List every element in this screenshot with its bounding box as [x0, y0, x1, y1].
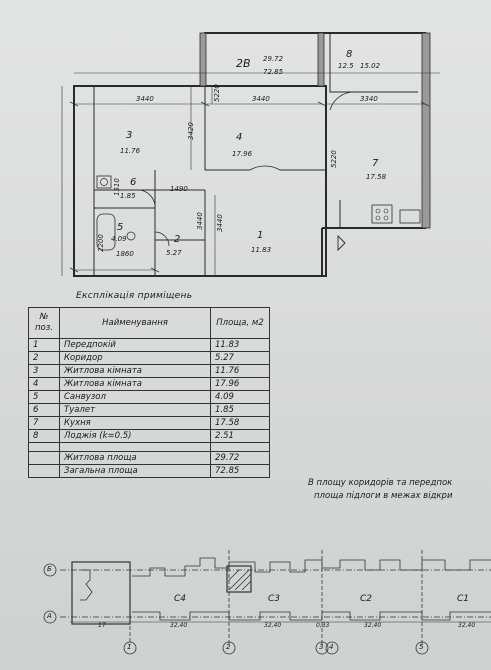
dim-3440-a: 3440 — [136, 95, 154, 103]
dim-3340: 3340 — [360, 95, 378, 103]
total-living-label: Житлова площа — [59, 451, 211, 465]
note-line-2: площа підлоги в межах відкри — [314, 491, 453, 501]
room-2-number: 2 — [174, 234, 181, 245]
dim-2200: 2200 — [97, 234, 105, 252]
note-line-1: В площу коридорів та передпок — [308, 478, 453, 488]
row-pos: 5 — [28, 390, 60, 404]
total-area-value: 72.85 — [210, 464, 270, 478]
apartment-living-area: 29.72 — [263, 55, 284, 63]
table-row: 4 Житлова кімната 17.96 — [28, 377, 270, 391]
row-area: 2.51 — [210, 429, 270, 443]
room-4-number: 4 — [236, 132, 243, 143]
row-area: 17.96 — [210, 377, 270, 391]
apartment-outline — [73, 85, 327, 277]
room-7-area: 17.58 — [366, 173, 387, 181]
row-name: Житлова кімната — [59, 364, 211, 378]
row-pos: 7 — [28, 416, 60, 430]
axis-letter-b: Б — [47, 565, 52, 573]
apartment-code: 2В — [236, 57, 251, 70]
dim-3420: 3420 — [187, 122, 195, 140]
key-dim-2: 32,40 — [264, 622, 282, 629]
row-name: Коридор — [59, 351, 211, 365]
table-header-row: № поз. Найменування Площа, м2 — [28, 307, 270, 339]
explication-title: Експлікація приміщень — [76, 291, 193, 301]
explication-table: № поз. Найменування Площа, м2 1 Передпок… — [28, 307, 270, 478]
row-name: Передпокій — [59, 338, 211, 352]
row-area: 17.58 — [210, 416, 270, 430]
row-name: Кухня — [59, 416, 211, 430]
table-row: 1 Передпокій 11.83 — [28, 338, 270, 352]
room-5-area: 4.09 — [111, 235, 127, 243]
row-pos: 4 — [28, 377, 60, 391]
table-row: 3 Житлова кімната 11.76 — [28, 364, 270, 378]
key-dim-033: 0,33 — [316, 622, 330, 629]
axis-number-1: 1 — [127, 643, 132, 651]
header-pos: № поз. — [28, 307, 60, 339]
table-row: 5 Санвузол 4.09 — [28, 390, 270, 404]
room-4-area: 17.96 — [232, 150, 253, 158]
row-area: 11.76 — [210, 364, 270, 378]
row-pos: 8 — [28, 429, 60, 443]
room-1-area: 11.83 — [251, 246, 272, 254]
key-plan-drawing — [43, 550, 491, 655]
row-area: 4.09 — [210, 390, 270, 404]
dim-1490: 1490 — [170, 185, 188, 193]
apartment-total-area: 72.85 — [263, 68, 284, 76]
dim-3440-b: 3440 — [252, 95, 270, 103]
key-dim-17: 17 — [98, 622, 106, 629]
key-dim-1: 32,40 — [170, 622, 188, 629]
row-pos: 1 — [28, 338, 60, 352]
axis-number-2: 2 — [226, 643, 231, 651]
table-total-row: Житлова площа 29.72 — [28, 451, 270, 465]
row-pos: 6 — [28, 403, 60, 417]
dim-5220-b: 5220 — [330, 150, 338, 168]
dim-3440-d: 3440 — [216, 214, 224, 232]
row-name: Житлова кімната — [59, 377, 211, 391]
loggia-area: 12.5 — [338, 62, 354, 70]
axis-letter-a: А — [47, 612, 52, 620]
room-7-number: 7 — [372, 158, 379, 169]
row-area: 11.83 — [210, 338, 270, 352]
row-area: 5.27 — [210, 351, 270, 365]
section-c2: С2 — [360, 594, 373, 604]
row-name: Туалет — [59, 403, 211, 417]
room-6-number: 6 — [130, 177, 137, 188]
table-row: 7 Кухня 17.58 — [28, 416, 270, 430]
table-row: 8 Лоджія (k=0.5) 2.51 — [28, 429, 270, 443]
key-dim-4: 32,40 — [458, 622, 476, 629]
header-name: Найменування — [59, 307, 211, 339]
dim-1860: 1860 — [116, 250, 134, 258]
row-pos: 2 — [28, 351, 60, 365]
row-area: 1.85 — [210, 403, 270, 417]
room-3-area: 11.76 — [120, 147, 141, 155]
room-2-area: 5.27 — [166, 249, 182, 257]
header-area: Площа, м2 — [210, 307, 270, 339]
room-3-number: 3 — [126, 130, 133, 141]
section-c4: С4 — [174, 594, 187, 604]
section-c1: С1 — [457, 594, 470, 604]
room-6-area: 1.85 — [120, 192, 136, 200]
key-dim-3: 32,40 — [364, 622, 382, 629]
dim-5220-a: 5220 — [213, 84, 221, 102]
axis-number-3: 3 — [319, 643, 324, 651]
section-c3: С3 — [268, 594, 281, 604]
total-living-value: 29.72 — [210, 451, 270, 465]
table-total-row: Загальна площа 72.85 — [28, 464, 270, 478]
table-row: 2 Коридор 5.27 — [28, 351, 270, 365]
loggia-area-k: 15.02 — [360, 62, 381, 70]
table-spacer-row — [28, 442, 270, 452]
row-pos: 3 — [28, 364, 60, 378]
axis-number-5: 5 — [419, 643, 424, 651]
row-name: Лоджія (k=0.5) — [59, 429, 211, 443]
room-5-number: 5 — [117, 222, 124, 233]
room-1-number: 1 — [257, 230, 264, 241]
dim-3440-c: 3440 — [196, 212, 204, 230]
total-area-label: Загальна площа — [59, 464, 211, 478]
table-row: 6 Туалет 1.85 — [28, 403, 270, 417]
loggia-number: 8 — [346, 49, 353, 60]
row-name: Санвузол — [59, 390, 211, 404]
axis-number-4: 4 — [329, 643, 334, 651]
